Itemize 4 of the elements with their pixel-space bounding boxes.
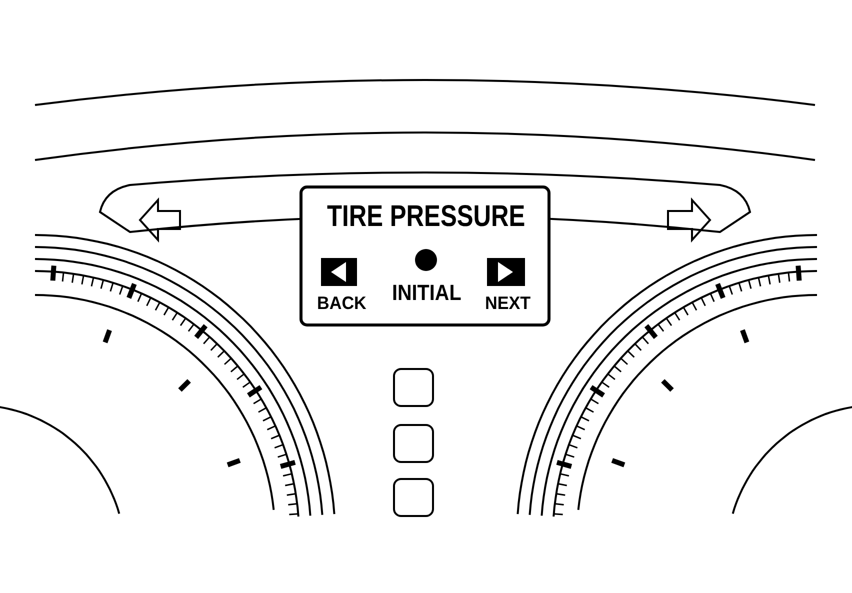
initial-label: INITIAL	[392, 282, 462, 304]
next-label: NEXT	[485, 294, 531, 312]
back-label: BACK	[317, 294, 367, 312]
display-title: TIRE PRESSURE	[326, 202, 526, 232]
